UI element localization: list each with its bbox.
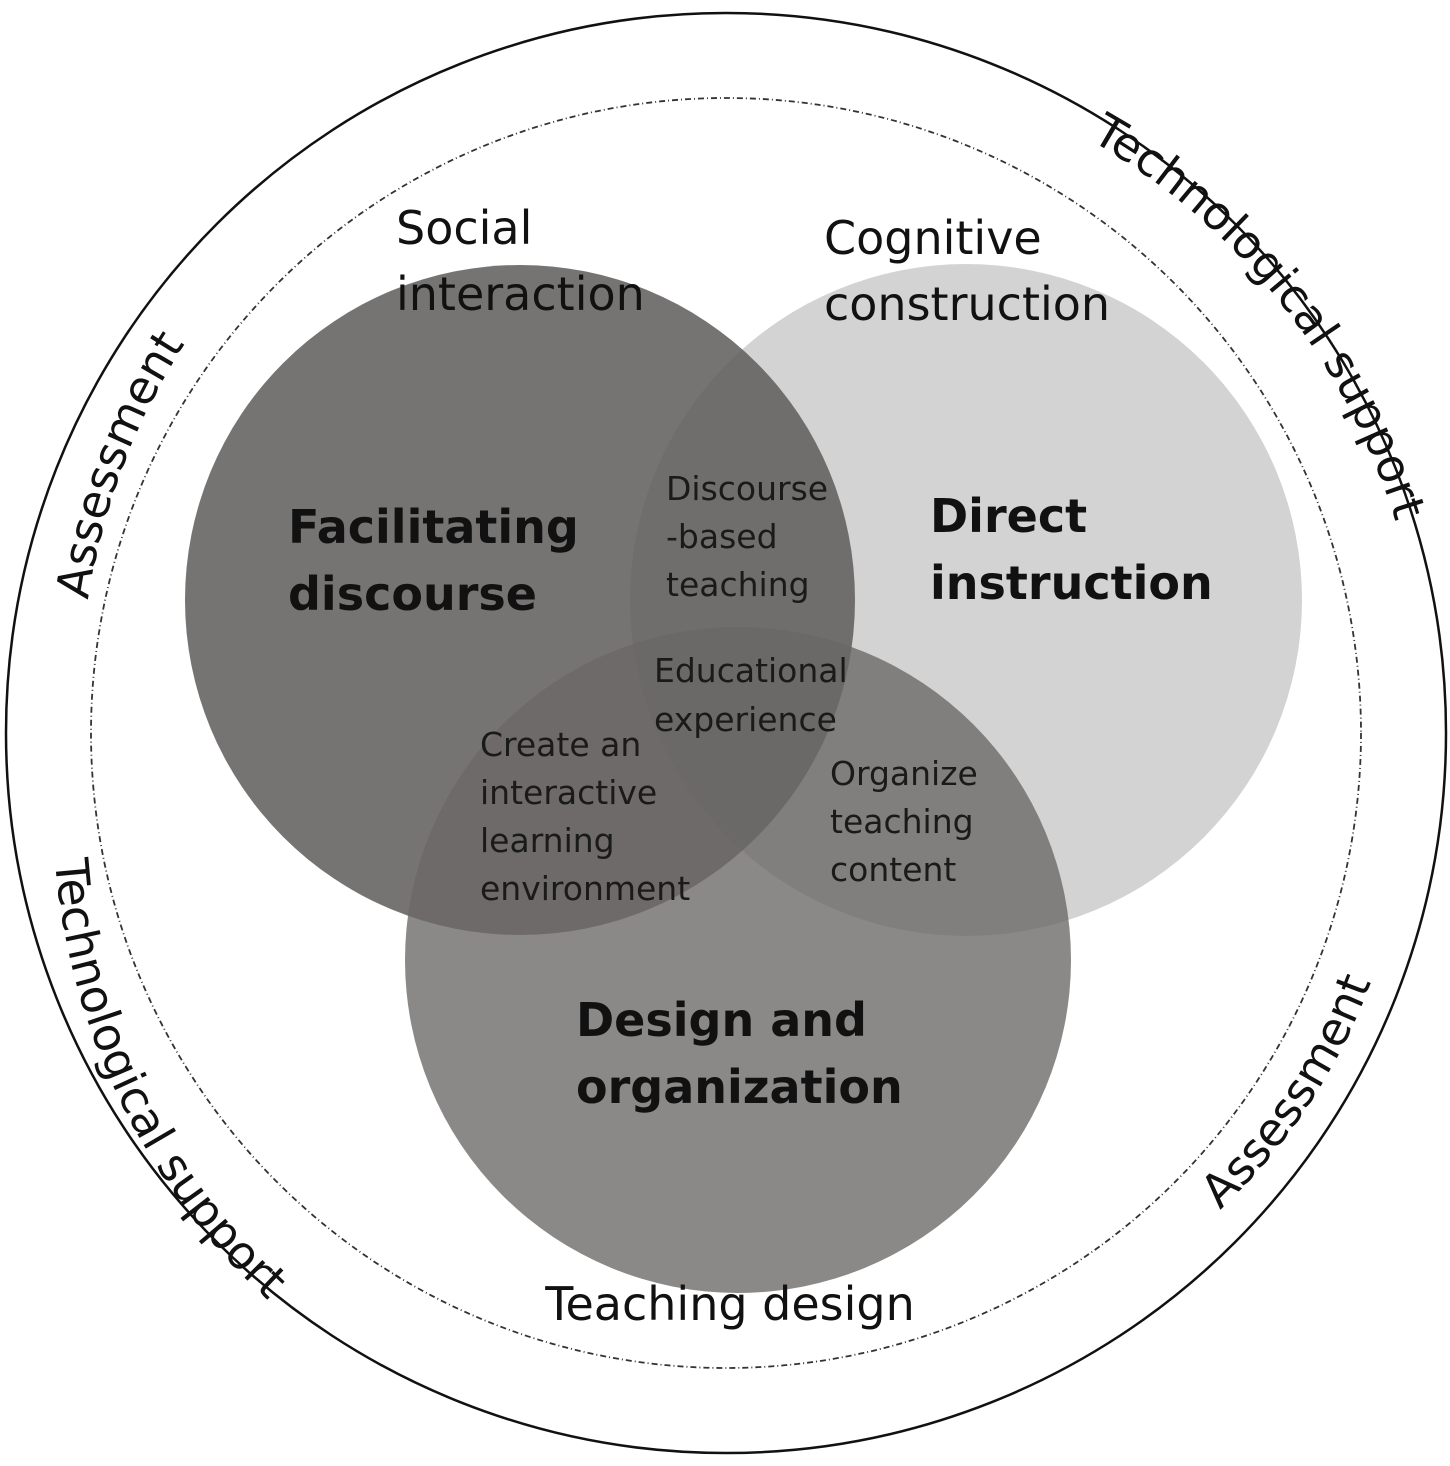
assessment-label-right: Assessment: [1190, 966, 1382, 1218]
direct-instruction-line2: instruction: [930, 556, 1213, 610]
technological-support-label-left: Technological support: [44, 855, 298, 1309]
organize-teaching-content-line1: Organize: [830, 754, 978, 793]
cognitive-construction-title-line1: Cognitive: [824, 211, 1042, 265]
organize-teaching-content-line3: content: [830, 850, 956, 889]
create-interactive-environment-line4: environment: [480, 869, 690, 908]
create-interactive-environment-line1: Create an: [480, 725, 641, 764]
inner-dashed-ring: [90, 97, 1362, 1369]
outer-ring: [4, 11, 1448, 1455]
social-interaction-title-line2: interaction: [396, 267, 645, 321]
design-circle: [405, 627, 1071, 1293]
social-interaction-title-line1: Social: [396, 201, 532, 255]
discourse-based-teaching-line3: teaching: [666, 565, 810, 604]
facilitating-discourse-line1: Facilitating: [288, 500, 579, 554]
design-organization-line1: Design and: [576, 993, 867, 1047]
educational-experience-line2: experience: [654, 700, 837, 739]
organize-teaching-content-line2: teaching: [830, 802, 974, 841]
create-interactive-environment-line2: interactive: [480, 773, 657, 812]
assessment-label-left: Assessment: [45, 321, 194, 602]
direct-instruction-line1: Direct: [930, 489, 1087, 543]
design-organization-line2: organization: [576, 1060, 903, 1114]
facilitating-discourse-line2: discourse: [288, 567, 537, 621]
discourse-based-teaching-line1: Discourse: [666, 469, 828, 508]
create-interactive-environment-line3: learning: [480, 821, 615, 860]
cognitive-construction-title-line2: construction: [824, 277, 1110, 331]
teaching-design-label: Teaching design: [544, 1277, 915, 1331]
educational-experience-line1: Educational: [654, 651, 848, 690]
discourse-based-teaching-line2: -based: [666, 517, 778, 556]
